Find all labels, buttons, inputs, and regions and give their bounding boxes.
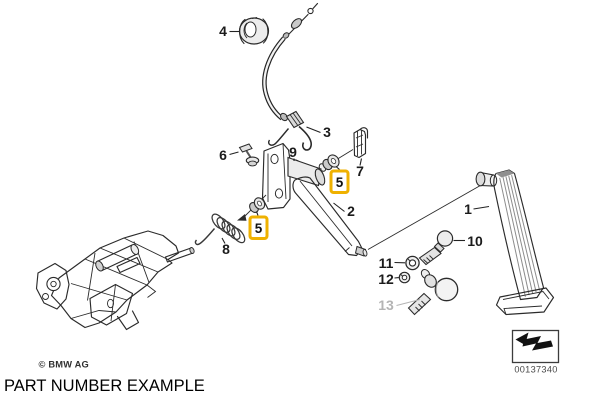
washer-part-12 bbox=[398, 271, 411, 284]
stamp: 00137340 bbox=[511, 329, 560, 375]
part-label-9: 9 bbox=[289, 144, 297, 160]
bracket-clip-part-7 bbox=[353, 127, 369, 159]
highlight-box-5-upper: 5 bbox=[329, 169, 350, 194]
grommet-part-4 bbox=[238, 17, 270, 45]
pedal-bracket-assembly bbox=[35, 230, 195, 331]
part-label-11: 11 bbox=[379, 255, 394, 271]
part-label-2: 2 bbox=[347, 203, 355, 219]
leader-lines bbox=[221, 30, 490, 307]
stamp-code: 00137340 bbox=[514, 365, 557, 375]
bushing-part-5-lower bbox=[249, 197, 266, 213]
accelerator-pedal-part-1 bbox=[475, 169, 555, 316]
part-label-5-lower: 5 bbox=[255, 221, 263, 236]
part-labels: 4 3 6 9 7 2 8 1 10 11 12 13 bbox=[219, 23, 483, 313]
copyright-text: © BMW AG bbox=[39, 360, 89, 370]
throttle-cable-drawing bbox=[262, 2, 319, 121]
part-label-10: 10 bbox=[467, 233, 483, 249]
part-label-8: 8 bbox=[222, 241, 230, 257]
ball-stud-part-13 bbox=[407, 269, 459, 316]
caption-text: PART NUMBER EXAMPLE bbox=[4, 377, 205, 395]
lever-arm-part-2 bbox=[261, 142, 368, 257]
washer-part-11 bbox=[405, 255, 420, 271]
spring-part-8 bbox=[194, 213, 246, 246]
part-label-6: 6 bbox=[219, 147, 227, 163]
part-label-1: 1 bbox=[464, 201, 472, 217]
cable-end-part-3 bbox=[267, 110, 312, 151]
fastener-part-6 bbox=[238, 143, 260, 167]
direction-arrow-icon bbox=[515, 332, 553, 351]
part-label-3: 3 bbox=[323, 124, 331, 140]
bushing-part-5-upper bbox=[318, 154, 340, 172]
part-label-4: 4 bbox=[219, 23, 227, 39]
part-label-5-upper: 5 bbox=[336, 175, 344, 190]
bolt-part-10 bbox=[418, 230, 454, 266]
part-label-7: 7 bbox=[356, 163, 364, 179]
part-label-12: 12 bbox=[378, 271, 394, 287]
highlight-box-5-lower: 5 bbox=[248, 215, 269, 240]
part-label-13: 13 bbox=[378, 297, 394, 313]
